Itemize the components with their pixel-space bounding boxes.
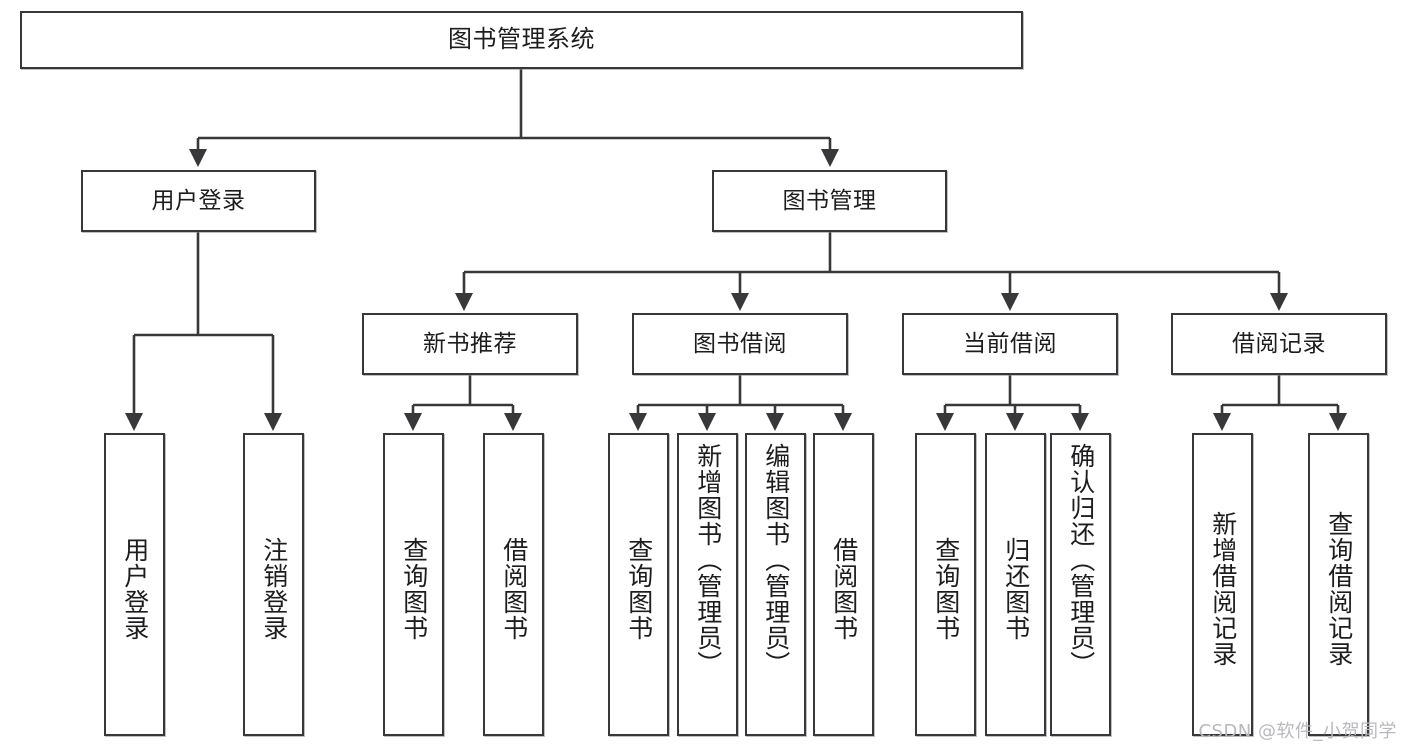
node-book-borrow-label: 图书借阅 (693, 330, 787, 357)
node-new-book-rec[interactable]: 新书推荐 (362, 313, 578, 375)
node-leaf-borrow-book-2[interactable]: 借阅图书 (813, 433, 874, 736)
node-leaf-confirm-return-label: 确认归还（管理员） (1066, 443, 1096, 677)
node-leaf-query-record-label: 查询借阅记录 (1324, 510, 1354, 667)
node-leaf-add-book[interactable]: 新增图书（管理员） (677, 433, 738, 736)
node-new-book-rec-label: 新书推荐 (423, 330, 517, 357)
node-leaf-edit-book-label: 编辑图书（管理员） (761, 443, 791, 677)
node-leaf-borrow-book-1-label: 借阅图书 (499, 536, 529, 641)
node-leaf-add-record-label: 新增借阅记录 (1208, 510, 1238, 667)
node-borrow-record[interactable]: 借阅记录 (1171, 313, 1387, 375)
node-leaf-add-book-label: 新增图书（管理员） (693, 443, 723, 677)
node-leaf-return-book[interactable]: 归还图书 (985, 433, 1046, 736)
node-leaf-add-record[interactable]: 新增借阅记录 (1192, 433, 1253, 736)
node-leaf-query-book-3-label: 查询图书 (931, 536, 961, 641)
node-book-manage-label: 图书管理 (782, 187, 877, 214)
node-leaf-logout-label: 注销登录 (259, 536, 289, 641)
node-leaf-confirm-return[interactable]: 确认归还（管理员） (1050, 433, 1111, 736)
node-book-manage[interactable]: 图书管理 (712, 170, 947, 232)
node-leaf-edit-book[interactable]: 编辑图书（管理员） (745, 433, 806, 736)
node-leaf-return-book-label: 归还图书 (1001, 536, 1031, 641)
node-book-borrow[interactable]: 图书借阅 (632, 313, 848, 375)
node-user-login-label: 用户登录 (151, 187, 246, 214)
node-borrow-record-label: 借阅记录 (1232, 330, 1326, 357)
node-leaf-query-book-2[interactable]: 查询图书 (608, 433, 669, 736)
node-root-label: 图书管理系统 (448, 25, 595, 54)
node-current-borrow-label: 当前借阅 (963, 330, 1057, 357)
node-current-borrow[interactable]: 当前借阅 (902, 313, 1118, 375)
csdn-watermark: CSDN @软件_小贺同学 (1198, 721, 1397, 742)
node-leaf-borrow-book-1[interactable]: 借阅图书 (483, 433, 544, 736)
node-leaf-query-book-1[interactable]: 查询图书 (383, 433, 444, 736)
node-leaf-user-login[interactable]: 用户登录 (104, 433, 165, 736)
node-leaf-query-book-3[interactable]: 查询图书 (915, 433, 976, 736)
node-leaf-query-book-2-label: 查询图书 (624, 536, 654, 641)
node-user-login[interactable]: 用户登录 (81, 170, 316, 232)
node-leaf-user-login-label: 用户登录 (120, 536, 150, 641)
node-leaf-logout[interactable]: 注销登录 (243, 433, 304, 736)
node-leaf-query-record[interactable]: 查询借阅记录 (1308, 433, 1369, 736)
node-root[interactable]: 图书管理系统 (20, 11, 1023, 69)
node-leaf-query-book-1-label: 查询图书 (399, 536, 429, 641)
node-leaf-borrow-book-2-label: 借阅图书 (829, 536, 859, 641)
